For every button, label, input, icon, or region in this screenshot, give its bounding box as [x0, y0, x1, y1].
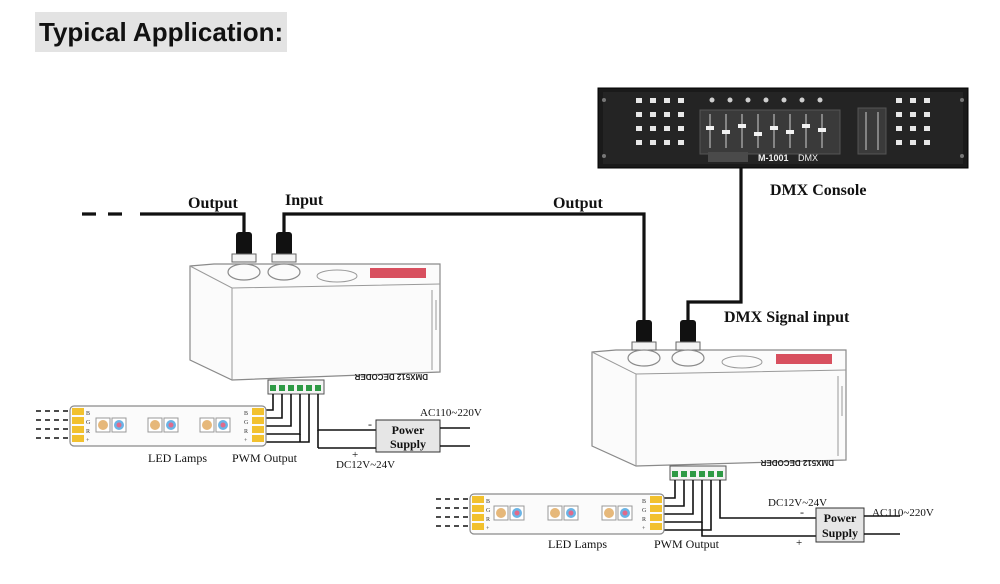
rgb-led-chip: [215, 417, 231, 433]
led-chip: [95, 417, 111, 433]
strip-pin-label: R: [86, 429, 90, 435]
console-dmx-label: DMX: [798, 153, 818, 163]
led-chip: [147, 417, 163, 433]
left-minus-label: -: [368, 417, 372, 431]
left-ac-label: AC110~220V: [420, 407, 482, 419]
strip-pin-label: R: [642, 517, 646, 523]
strip-pin-label: +: [642, 526, 646, 532]
left-decoder: DMX512 DECODER: [189, 232, 441, 395]
dmx-cables: [140, 168, 743, 320]
right-minus-label: -: [800, 505, 804, 519]
led-chip: [547, 505, 563, 521]
strip-pin-label: B: [486, 499, 490, 505]
left-power-supply-label: Power: [392, 423, 425, 437]
rgb-led-chip: [509, 505, 525, 521]
right-decoder-name: DMX512 DECODER: [760, 458, 834, 467]
dmx-console: M-1001 DMX: [597, 87, 969, 169]
left-output-label: Output: [188, 195, 238, 212]
right-output-label: Output: [553, 195, 603, 212]
left-strip-continuation: [36, 410, 70, 439]
right-power-supply: Power Supply: [815, 507, 900, 543]
right-power-supply-label: Power: [824, 511, 857, 525]
console-button-grid-left: [636, 98, 684, 145]
strip-pin-label: R: [486, 517, 490, 523]
strip-pin-label: +: [86, 438, 90, 444]
left-led-lamps-label: LED Lamps: [148, 451, 207, 465]
right-decoder-output-connector: [627, 320, 661, 367]
strip-pin-label: G: [486, 508, 491, 514]
right-decoder-input-connector: [671, 320, 705, 367]
strip-pin-label: G: [86, 420, 91, 426]
left-led-strip: B G R + B G R +: [69, 405, 267, 447]
led-chip: [493, 505, 509, 521]
dmx-signal-input-label: DMX Signal input: [724, 309, 850, 326]
strip-pin-label: B: [86, 411, 90, 417]
strip-pin-label: R: [244, 429, 248, 435]
led-chip: [601, 505, 617, 521]
strip-pin-label: +: [244, 438, 248, 444]
strip-pin-label: B: [244, 411, 248, 417]
rgb-led-chip: [563, 505, 579, 521]
dmx-console-label: DMX Console: [770, 182, 866, 199]
left-power-supply-label: Supply: [390, 437, 426, 451]
rgb-led-chip: [111, 417, 127, 433]
right-decoder-indicator: [776, 354, 832, 364]
right-decoder: DMX512 DECODER: [591, 320, 847, 481]
left-power-supply: Power Supply: [318, 419, 470, 453]
right-pwm-wires: [662, 480, 816, 537]
strip-pin-label: G: [244, 420, 249, 426]
rgb-led-chip: [617, 505, 633, 521]
right-power-supply-label: Supply: [822, 526, 858, 540]
right-plus-label: +: [796, 537, 802, 549]
left-decoder-indicator: [370, 268, 426, 278]
right-led-lamps-label: LED Lamps: [548, 537, 607, 551]
rgb-led-chip: [163, 417, 179, 433]
right-strip-continuation: [436, 498, 470, 527]
left-pwm-wires: [264, 394, 376, 448]
page-title: Typical Application:: [35, 12, 288, 52]
console-model-label: M-1001: [758, 153, 789, 163]
left-dc-label: DC12V~24V: [336, 459, 395, 471]
strip-pin-label: G: [642, 508, 647, 514]
right-dc-label: DC12V~24V: [768, 497, 827, 509]
left-decoder-output-connector: [227, 232, 261, 281]
console-button-grid-right: [896, 98, 930, 145]
left-plus-label: +: [352, 449, 358, 461]
right-pwm-output-label: PWM Output: [654, 537, 720, 551]
led-chip: [199, 417, 215, 433]
right-led-strip: B G R + B G R +: [469, 493, 665, 535]
strip-pin-label: +: [486, 526, 490, 532]
left-input-label: Input: [285, 192, 324, 209]
left-pwm-output-label: PWM Output: [232, 451, 298, 465]
left-decoder-input-connector: [267, 232, 301, 281]
left-decoder-name: DMX512 DECODER: [354, 372, 428, 381]
right-ac-label: AC110~220V: [872, 507, 934, 519]
strip-pin-label: B: [642, 499, 646, 505]
